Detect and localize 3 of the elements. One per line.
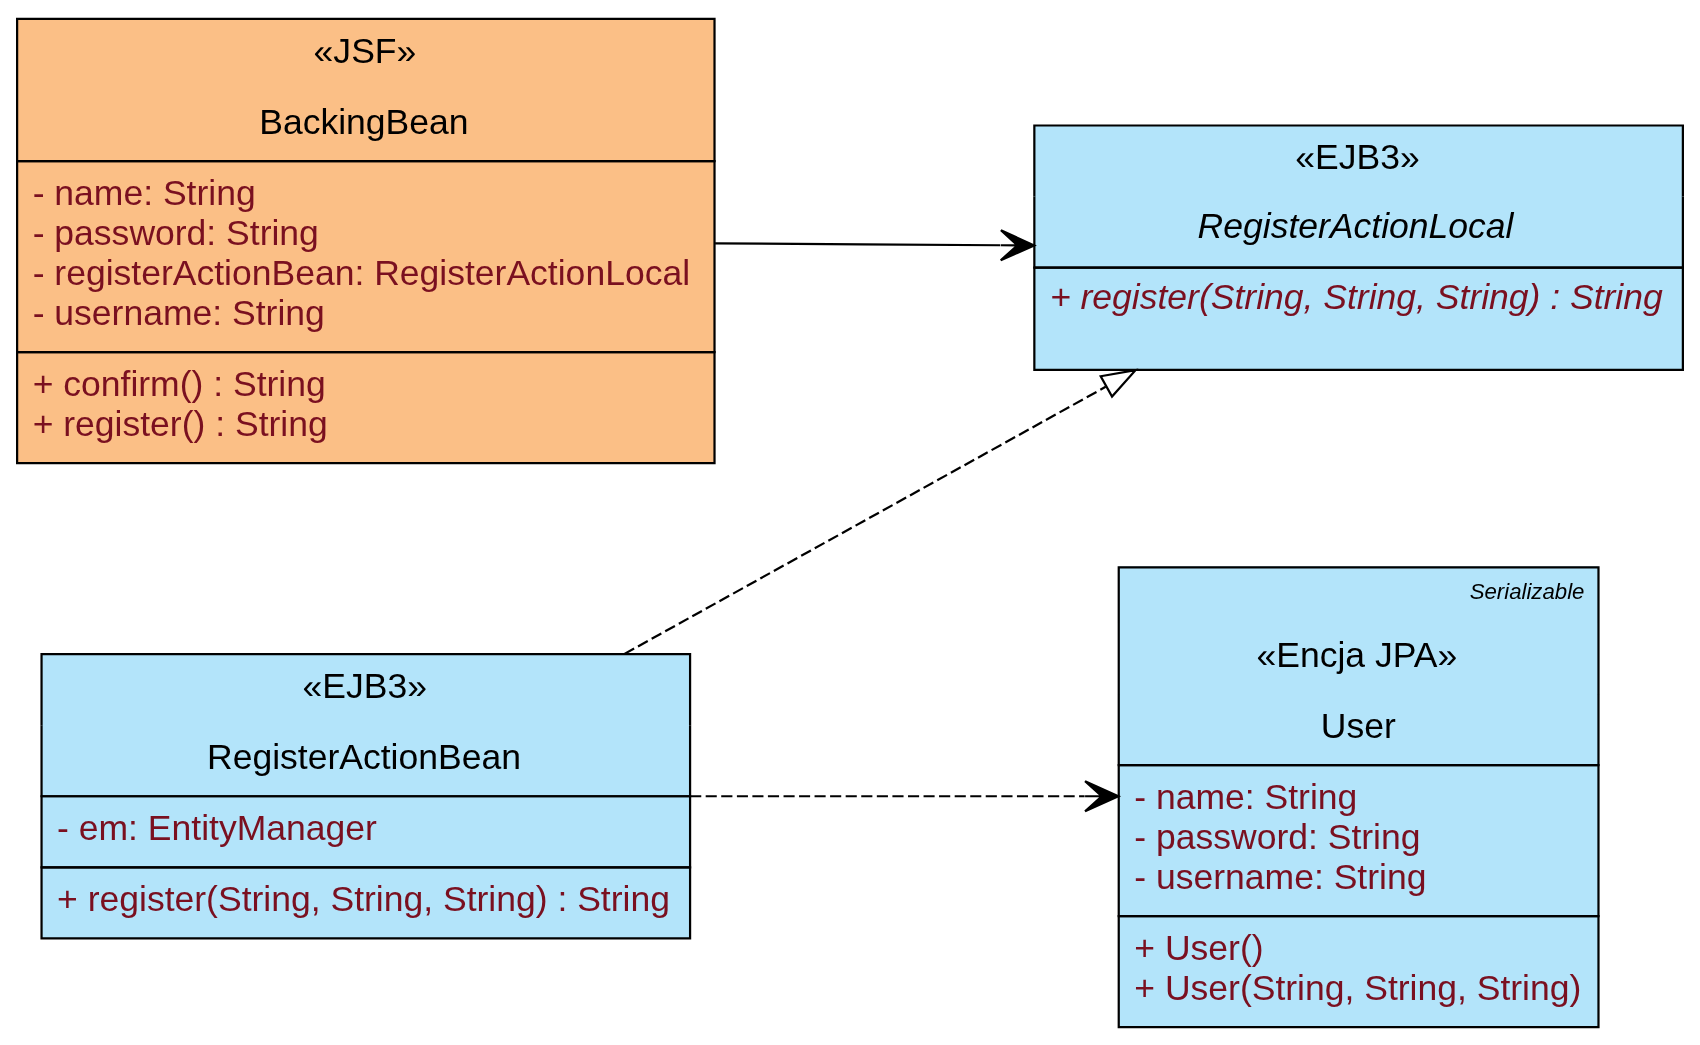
arrow (690, 780, 1120, 813)
arrow (623, 368, 1139, 655)
arrow (715, 229, 1036, 262)
